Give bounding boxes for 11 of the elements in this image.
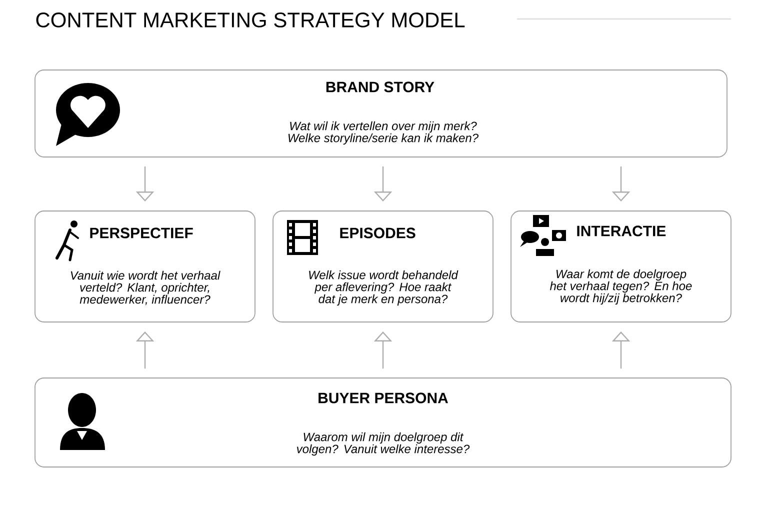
card-heading: BUYER PERSONA — [318, 392, 448, 404]
question-text: Wat wil ik vertellen over mijn merk? Welke storyline/serie kan ik maken? — [288, 121, 479, 145]
question-text: Welk issue wordt behandeld per aflevering? Hoe raakt dat je merk en persona? — [309, 270, 458, 306]
question-text: Waarom wil mijn doelgroep dit volgen? Vanuit welke interesse? — [297, 432, 470, 456]
card-heading: INTERACTIE — [577, 226, 666, 236]
question-text: Waar komt de doelgroep het verhaal tegen? En hoe wordt hij/zij betrokken? — [550, 269, 692, 305]
card-heading: PERSPECTIEF — [90, 228, 193, 238]
card-heading: EPISODES — [340, 228, 416, 238]
title: CONTENT MARKETING STRATEGY MODEL — [36, 12, 465, 28]
card-heading: BRAND STORY — [326, 82, 434, 92]
question-text: Vanuit wie wordt het verhaal verteld? Klant, oprichter, medewerker, influencer? — [70, 270, 220, 306]
